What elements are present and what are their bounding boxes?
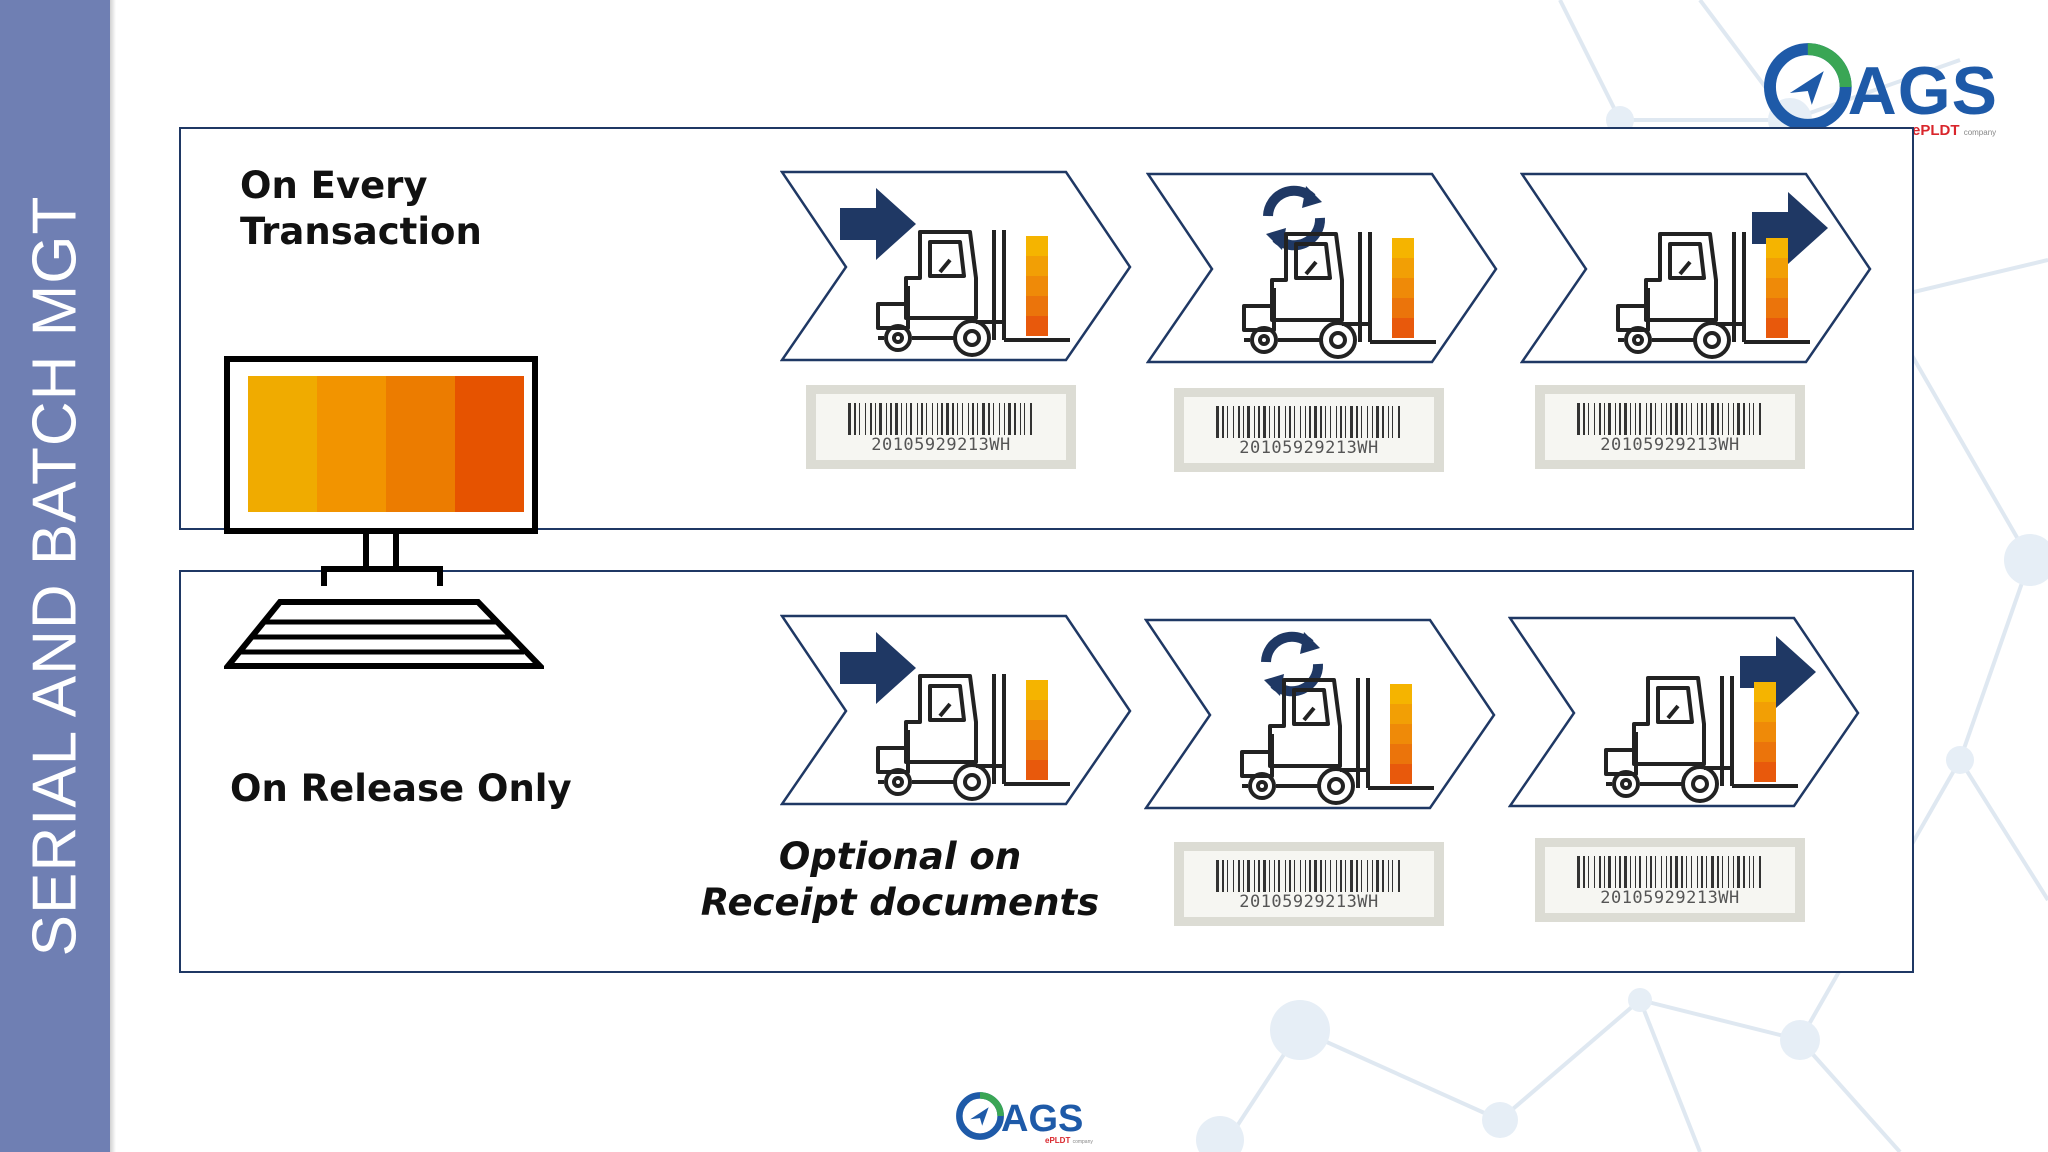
barcode-label: 20105929213WH <box>1174 842 1444 926</box>
process-step-chevron <box>1519 172 1874 366</box>
ags-logo-mark-icon <box>956 1092 1004 1140</box>
forklift-icon <box>1616 232 1810 359</box>
ags-logo-text: AGS <box>1001 1097 1084 1140</box>
barcode-number: 20105929213WH <box>1239 438 1379 458</box>
side-band <box>0 0 110 1152</box>
forklift-icon <box>1242 232 1436 359</box>
process-step-chevron <box>779 614 1134 808</box>
barcode-label: 20105929213WH <box>806 385 1076 469</box>
forklift-icon <box>1604 676 1798 803</box>
outbound-arrow-icon <box>1740 636 1816 708</box>
forklift-icon <box>876 674 1070 801</box>
side-title: SERIAL AND BATCH MGT <box>20 195 90 957</box>
ags-logo-subtext: ePLDT company <box>1912 122 1997 139</box>
inbound-arrow-icon <box>840 188 916 260</box>
forklift-icon <box>1240 678 1434 805</box>
barcode-number: 20105929213WH <box>1239 892 1379 912</box>
barcode-label: 20105929213WH <box>1535 838 1805 922</box>
side-band-shadow <box>110 0 116 1152</box>
every-transaction-label: On Every Transaction <box>240 164 482 253</box>
ags-logo-subtext: ePLDT company <box>1045 1136 1093 1145</box>
stock-level-bar <box>1766 238 1788 338</box>
stock-level-bar <box>1392 238 1414 338</box>
ags-logo-bottom: AGS ePLDT company <box>955 1086 1105 1146</box>
barcode-label: 20105929213WH <box>1535 385 1805 469</box>
barcode-number: 20105929213WH <box>871 435 1011 455</box>
process-step-chevron <box>1145 172 1500 366</box>
process-step-chevron <box>1143 618 1498 812</box>
stock-level-bar <box>1026 236 1048 336</box>
ags-logo-top: AGS ePLDT company <box>1762 32 1998 142</box>
receipt-optional-note: Optional on Receipt documents <box>700 835 1100 924</box>
forklift-icon <box>876 230 1070 357</box>
stock-level-bar <box>1754 682 1776 782</box>
barcode-label: 20105929213WH <box>1174 388 1444 472</box>
stock-level-bar <box>1026 680 1048 780</box>
release-only-label: On Release Only <box>230 767 572 810</box>
barcode-number: 20105929213WH <box>1600 888 1740 908</box>
barcode-number: 20105929213WH <box>1600 435 1740 455</box>
process-step-chevron <box>779 170 1134 364</box>
ags-logo-mark-icon <box>1763 43 1852 131</box>
process-step-chevron <box>1507 616 1862 810</box>
stock-level-bar <box>1390 684 1412 784</box>
ags-logo-text: AGS <box>1847 53 1998 129</box>
inbound-arrow-icon <box>840 632 916 704</box>
outbound-arrow-icon <box>1752 192 1828 264</box>
computer-monitor-icon <box>224 356 544 669</box>
